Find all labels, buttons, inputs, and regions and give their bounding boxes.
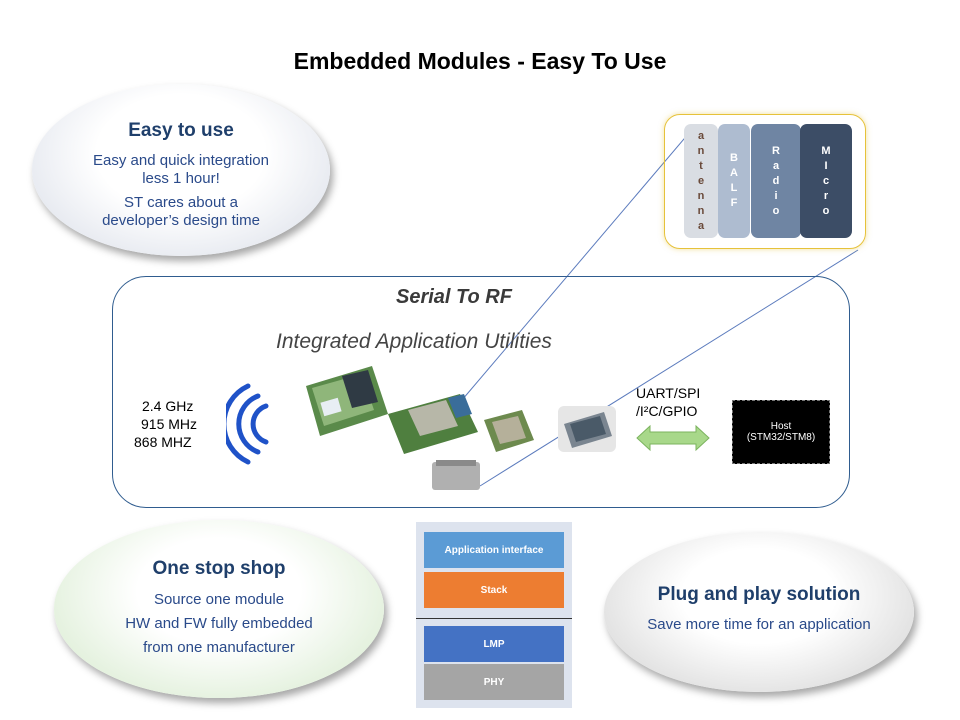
serial-to-rf-box bbox=[112, 276, 850, 508]
page-title: Embedded Modules - Easy To Use bbox=[293, 48, 667, 74]
easy-line-4: developer’s design time bbox=[102, 212, 260, 229]
interface-line-1: UART/SPI bbox=[636, 385, 701, 401]
bidirectional-arrow-icon bbox=[636, 424, 710, 452]
plug-and-play-heading: Plug and play solution bbox=[657, 584, 861, 605]
layer-phy: PHY bbox=[424, 664, 564, 700]
host-line-1: Host bbox=[770, 421, 792, 432]
rf-module-image-3 bbox=[484, 410, 534, 452]
one-stop-line-2: HW and FW fully embedded bbox=[125, 615, 313, 632]
connector-line-bottom bbox=[479, 249, 859, 487]
freq-915mhz: 915 MHz bbox=[141, 416, 198, 432]
plug-and-play-bubble: Plug and play solution Save more time fo… bbox=[604, 532, 914, 692]
rf-module-image-4 bbox=[558, 406, 616, 452]
layer-application-interface: Application interface bbox=[424, 532, 564, 568]
plug-line-1: Save more time for an application bbox=[647, 616, 871, 633]
interface-line-2: /I²C/GPIO bbox=[636, 403, 698, 419]
serial-to-rf-label: Serial To RF bbox=[396, 286, 512, 308]
one-stop-shop-heading: One stop shop bbox=[152, 558, 286, 579]
host-line-2: (STM32/STM8) bbox=[746, 432, 816, 443]
connector-line-top bbox=[461, 125, 696, 401]
wireless-waves-icon bbox=[226, 383, 269, 465]
one-stop-line-3: from one manufacturer bbox=[143, 639, 295, 656]
host-chip: Host (STM32/STM8) bbox=[732, 400, 830, 464]
integrated-utilities-label: Integrated Application Utilities bbox=[276, 330, 552, 353]
easy-to-use-bubble: Easy to use Easy and quick integration l… bbox=[32, 84, 330, 256]
freq-2-4ghz: 2.4 GHz bbox=[142, 398, 194, 414]
module-block-frame bbox=[664, 114, 866, 249]
layer-stack: Stack bbox=[424, 572, 564, 608]
one-stop-shop-bubble: One stop shop Source one module HW and F… bbox=[54, 520, 384, 698]
rf-module-image-2 bbox=[388, 394, 478, 454]
layer-lmp: LMP bbox=[424, 626, 564, 662]
easy-line-3: ST cares about a bbox=[124, 194, 238, 211]
easy-line-1: Easy and quick integration bbox=[93, 152, 269, 169]
easy-line-2: less 1 hour! bbox=[142, 170, 220, 187]
rf-module-image-5 bbox=[432, 460, 480, 490]
one-stop-line-1: Source one module bbox=[153, 591, 285, 608]
rf-module-image-1 bbox=[306, 366, 388, 436]
layer-divider bbox=[416, 618, 572, 619]
easy-to-use-heading: Easy to use bbox=[128, 120, 234, 141]
freq-868mhz: 868 MHZ bbox=[134, 434, 192, 450]
interface-label: UART/SPI /I²C/GPIO bbox=[636, 384, 700, 420]
